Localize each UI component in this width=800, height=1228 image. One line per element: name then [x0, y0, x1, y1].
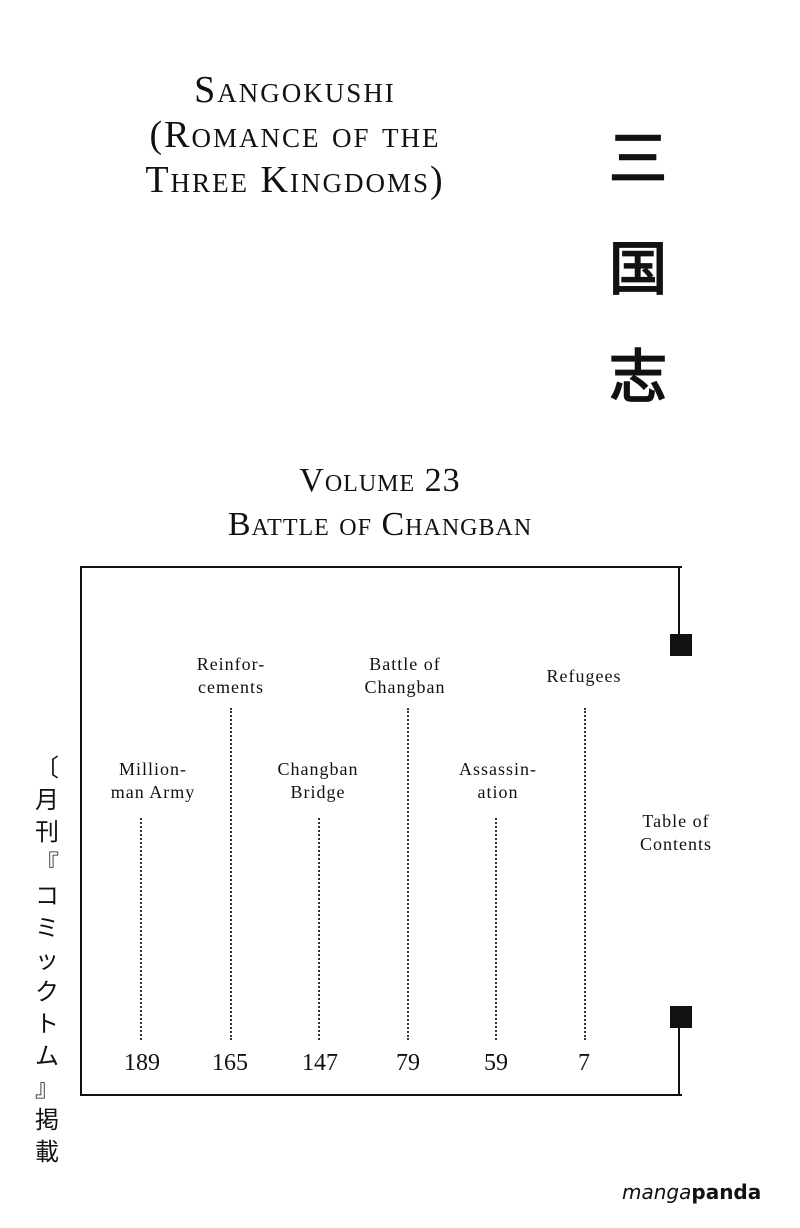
chapter-title: Refugees [546, 666, 622, 686]
leader-dots [584, 708, 586, 1040]
chapter-title: Battle of Changban [364, 654, 446, 697]
chapter-page: 147 [302, 1050, 338, 1076]
title-line-1: Sangokushi [194, 69, 396, 111]
watermark-part2: panda [691, 1180, 762, 1204]
series-title: Sangokushi (Romance of the Three Kingdom… [60, 68, 530, 203]
marker-square-bottom [670, 1006, 692, 1028]
leader-dots [495, 818, 497, 1040]
leader-dots [407, 708, 409, 1040]
title-line-2: (Romance of the [149, 114, 441, 156]
toc-label: Table of Contents [639, 811, 712, 854]
chapter-page: 79 [396, 1050, 420, 1076]
leader-dots [318, 818, 320, 1040]
title-line-3: Three Kingdoms) [145, 159, 445, 201]
chapter-page: 189 [124, 1050, 160, 1076]
chapter-title: Reinfor- cements [196, 654, 266, 697]
kanji-san: 三 [608, 125, 667, 193]
chapter-title: Assassin- ation [458, 759, 537, 802]
publication-note: 〔 月 刊 『 コ ミ ッ ク ト ム 』 掲 載 [35, 754, 59, 1166]
chapter-title: Changban Bridge [277, 759, 359, 802]
leader-dots [230, 708, 232, 1040]
chapter-page: 7 [578, 1050, 590, 1076]
chapter-page: 59 [484, 1050, 508, 1076]
toc-frame [80, 566, 682, 1096]
watermark-logo: mangapanda [622, 1180, 761, 1204]
watermark-part1: manga [622, 1180, 692, 1204]
chapter-page: 165 [212, 1050, 248, 1076]
leader-dots [140, 818, 142, 1040]
kanji-goku: 国 [608, 235, 667, 303]
frame-right-top [678, 566, 680, 636]
marker-square-top [670, 634, 692, 656]
volume-name: Battle of Changban [227, 506, 533, 543]
chapter-title: Million- man Army [110, 759, 196, 802]
kanji-shi: 志 [608, 343, 667, 411]
frame-right-bottom [678, 1020, 680, 1094]
volume-number: Volume 23 [299, 462, 461, 499]
